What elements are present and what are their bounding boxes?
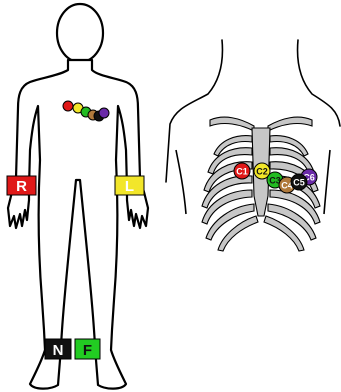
limb-lead-right-arm: R xyxy=(7,176,36,195)
body-dot-6 xyxy=(99,108,109,118)
limb-lead-neutral: N xyxy=(45,339,71,359)
chest-electrode-c5-label: C5 xyxy=(293,178,305,188)
thorax-armpit-left xyxy=(176,150,186,214)
limb-tag-right-arm-label: R xyxy=(16,178,27,195)
body-dot-1 xyxy=(63,101,73,111)
body-figure xyxy=(8,4,148,389)
clavicle-right xyxy=(268,117,312,131)
limb-tag-foot-label: F xyxy=(83,342,92,359)
thorax-figure xyxy=(166,40,340,251)
body-head xyxy=(57,4,103,62)
chest-lead-c5: C5 xyxy=(291,174,307,190)
limb-tag-neutral-label: N xyxy=(53,342,64,359)
chest-lead-c1: C1 xyxy=(234,163,250,179)
limb-lead-foot: F xyxy=(75,339,100,359)
limb-tag-left-arm-label: L xyxy=(125,178,134,195)
thorax-armpit-right xyxy=(324,150,330,214)
clavicle-left xyxy=(210,117,254,131)
chest-electrode-c1-label: C1 xyxy=(236,167,248,177)
chest-electrode-c2-label: C2 xyxy=(256,167,268,177)
limb-lead-left-arm: L xyxy=(115,176,144,195)
